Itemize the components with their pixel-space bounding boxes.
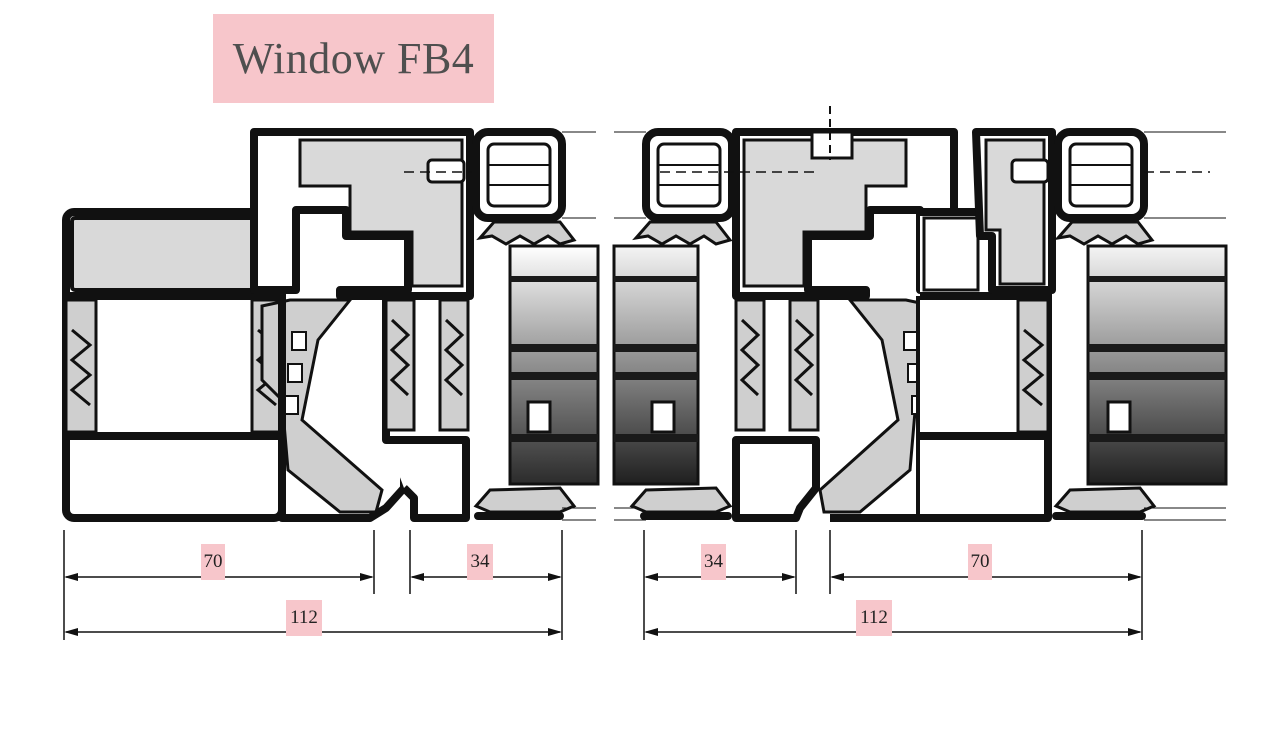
right-window-section bbox=[612, 106, 1228, 522]
dim-label-left-sash: 34 bbox=[467, 544, 493, 580]
right-sash-lower bbox=[732, 436, 820, 522]
dim-label-left-frame: 70 bbox=[201, 544, 225, 580]
left-sash-lower bbox=[386, 436, 470, 522]
right-glass-unit-a bbox=[612, 244, 700, 486]
dim-label-left-total: 112 bbox=[286, 600, 322, 636]
dim-label-right-sash: 34 bbox=[701, 544, 726, 580]
left-frame-chamber bbox=[70, 216, 278, 292]
page-title: Window FB4 bbox=[232, 34, 475, 83]
dim-label-right-total: 112 bbox=[856, 600, 892, 636]
right-glass-unit-b bbox=[1086, 244, 1228, 486]
title-box: Window FB4 bbox=[213, 14, 494, 103]
left-glass-unit bbox=[508, 244, 600, 486]
dim-label-right-frame: 70 bbox=[968, 544, 992, 580]
left-window-section bbox=[62, 128, 600, 522]
